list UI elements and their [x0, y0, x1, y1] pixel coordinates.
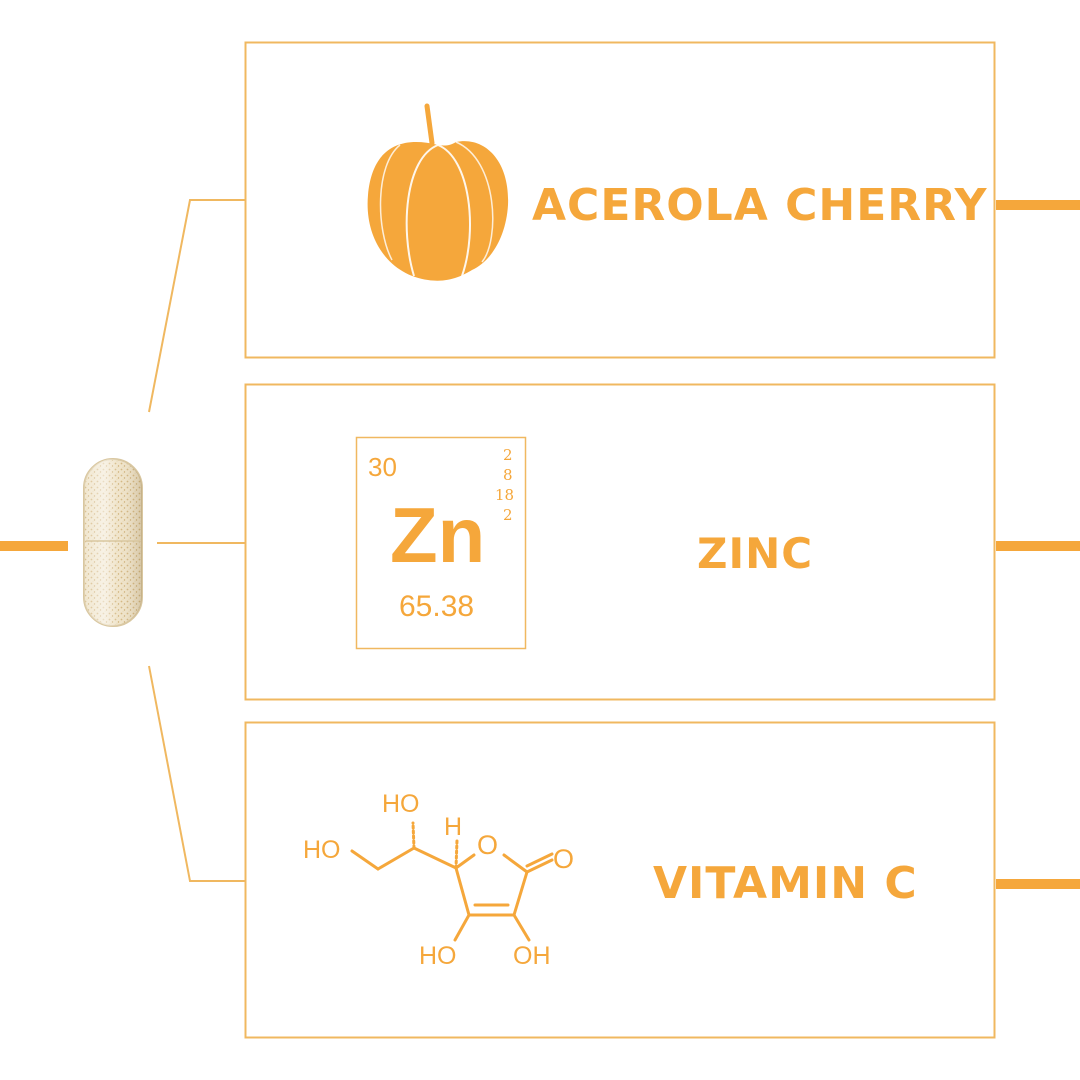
ingredient-label-vitamin-c: VITAMIN C: [653, 858, 918, 909]
ingredient-box-zinc: [244, 383, 996, 701]
atomic-number: 30: [368, 452, 397, 482]
atom-label-hydrogen: H: [444, 813, 463, 841]
ingredient-box-acerola: [244, 41, 996, 359]
atom-label-ring-oxygen: O: [477, 830, 499, 860]
atom-label-hydroxyl-top: HO: [382, 790, 420, 818]
ascorbic-acid-structure: [350, 821, 554, 942]
right-connector-acerola: [996, 200, 1080, 210]
ingredient-label-zinc: ZINC: [697, 529, 814, 578]
ingredient-label-acerola: ACEROLA CHERRY: [532, 180, 988, 231]
capsule-icon: [83, 458, 143, 627]
electron-shell: 18: [495, 486, 515, 504]
electron-shell: 2: [503, 446, 513, 464]
branch-line-acerola: [148, 199, 245, 413]
atom-label-hydroxyl-bottom-left: HO: [419, 942, 457, 970]
atom-label-hydroxyl-left: HO: [303, 836, 341, 864]
acerola-cherry-icon: [367, 103, 509, 281]
periodic-table-tile: [355, 436, 527, 650]
atom-label-carbonyl-oxygen: O: [553, 844, 575, 874]
branch-line-vitamin-c: [148, 665, 245, 882]
atom-label-hydroxyl-bottom-right: OH: [513, 942, 551, 970]
ingredient-box-vitamin-c: [244, 721, 996, 1039]
atomic-mass: 65.38: [399, 590, 475, 623]
electron-shell: 2: [503, 506, 513, 524]
right-connector-zinc: [996, 541, 1080, 551]
electron-shell: 8: [503, 466, 513, 484]
element-symbol: Zn: [390, 491, 486, 579]
left-main-connector: [0, 541, 68, 551]
right-connector-vitamin-c: [996, 879, 1080, 889]
